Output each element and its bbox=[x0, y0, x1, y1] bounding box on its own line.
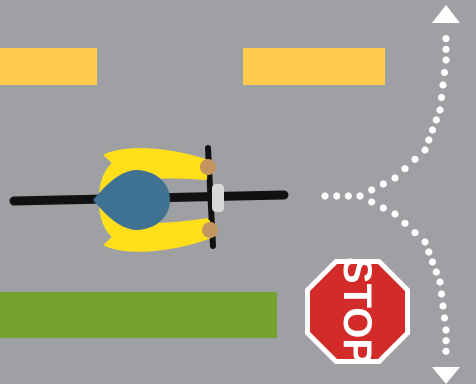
lane-marking-left bbox=[0, 48, 97, 85]
route-dot bbox=[368, 186, 375, 193]
route-dot bbox=[442, 326, 449, 333]
route-dot bbox=[425, 248, 432, 255]
route-dot bbox=[356, 192, 363, 199]
route-dot bbox=[411, 156, 418, 163]
route-dot bbox=[401, 165, 408, 172]
route-dot bbox=[436, 106, 443, 113]
lane-marking-right bbox=[243, 48, 385, 85]
route-dot bbox=[433, 268, 440, 275]
bike-lane-strip bbox=[0, 292, 277, 338]
stop-sign-text: STOP bbox=[335, 257, 379, 365]
route-dot bbox=[391, 210, 398, 217]
route-dot bbox=[441, 314, 448, 321]
route-dot bbox=[380, 180, 387, 187]
route-dot bbox=[345, 192, 352, 199]
route-dot bbox=[442, 337, 449, 344]
route-dot bbox=[391, 174, 398, 181]
route-dot bbox=[439, 81, 446, 88]
route-dot bbox=[429, 258, 436, 265]
route-dot bbox=[442, 56, 449, 63]
route-dot bbox=[368, 198, 375, 205]
hand-bottom-icon bbox=[202, 222, 218, 238]
route-dot bbox=[442, 35, 449, 42]
route-dot bbox=[421, 146, 428, 153]
route-dot bbox=[441, 69, 448, 76]
route-dot bbox=[429, 126, 436, 133]
route-dot bbox=[380, 204, 387, 211]
route-dot bbox=[438, 290, 445, 297]
route-dot bbox=[442, 46, 449, 53]
bell-icon bbox=[212, 184, 224, 212]
route-dot bbox=[425, 136, 432, 143]
route-dot bbox=[321, 192, 328, 199]
route-dot bbox=[439, 302, 446, 309]
route-dot bbox=[433, 116, 440, 123]
route-dot bbox=[401, 220, 408, 227]
hand-top-icon bbox=[200, 159, 216, 175]
route-dot bbox=[411, 229, 418, 236]
route-dot bbox=[421, 238, 428, 245]
route-dot bbox=[333, 192, 340, 199]
route-dot bbox=[436, 278, 443, 285]
route-dot bbox=[442, 348, 449, 355]
route-dot bbox=[438, 94, 445, 101]
